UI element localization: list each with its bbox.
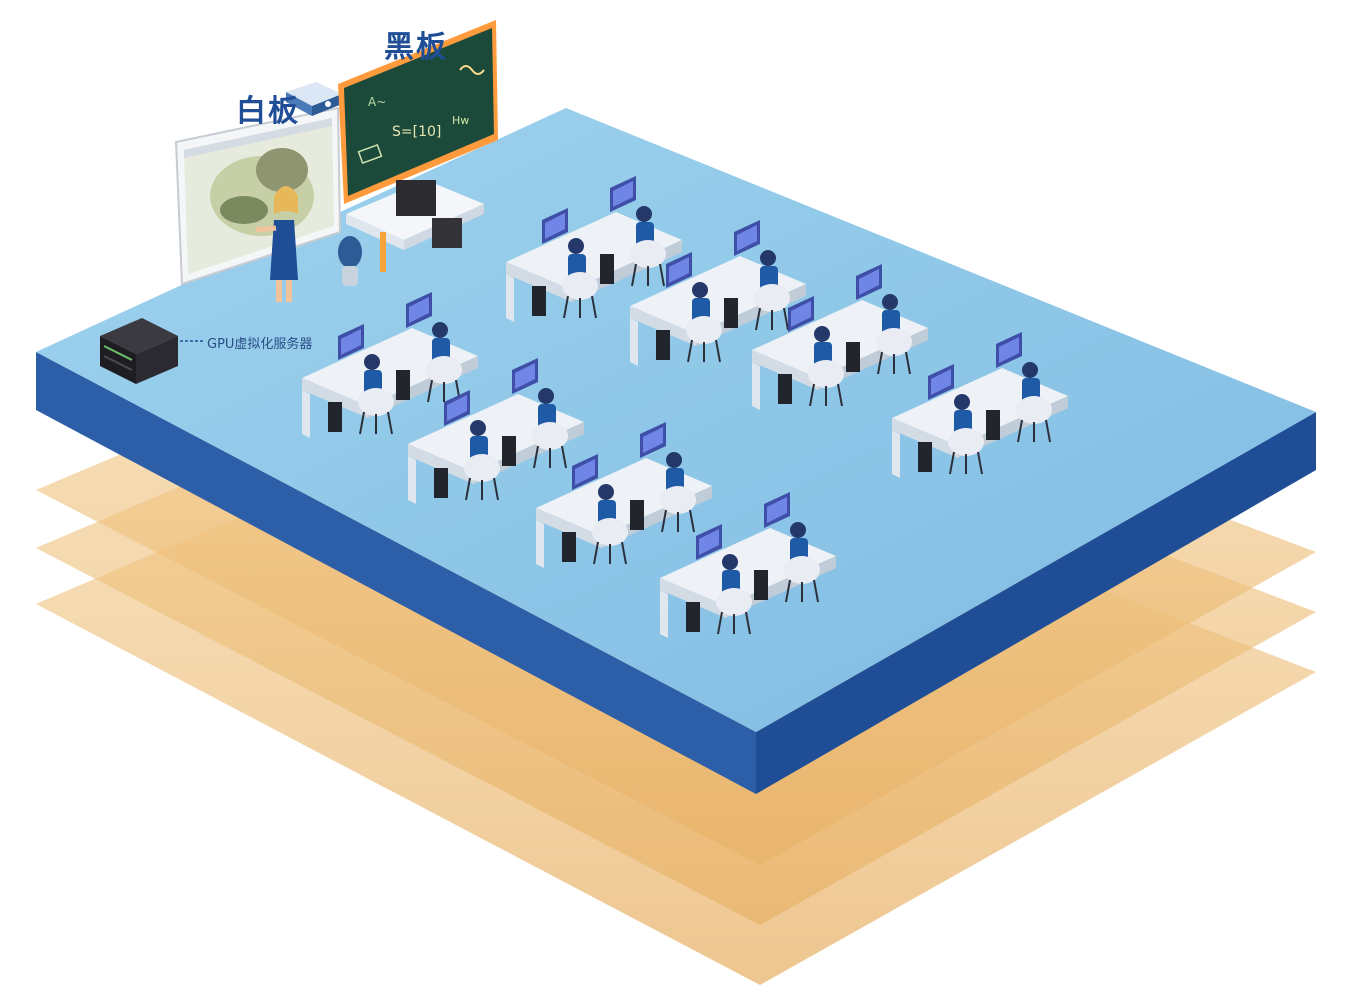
student-icon	[724, 220, 790, 331]
student-desk-group	[302, 292, 478, 438]
student-icon	[754, 492, 820, 603]
blackboard-label: 黑板	[384, 30, 448, 65]
student-desk-group	[892, 332, 1068, 478]
student-desk-group	[506, 176, 682, 322]
projector-icon	[286, 82, 342, 116]
student-icon	[918, 364, 984, 475]
floor-side-right	[756, 412, 1316, 794]
student-icon	[502, 358, 568, 469]
svg-text:S=[10]: S=[10]	[392, 124, 441, 140]
student-desk-group	[536, 422, 712, 568]
student-icon	[328, 324, 394, 435]
whiteboard	[174, 106, 342, 286]
floor-side-left	[36, 352, 756, 794]
teacher-desk	[346, 180, 484, 272]
student-icon	[846, 264, 912, 375]
gpu-server-icon	[100, 318, 204, 384]
student-icon	[778, 296, 844, 407]
svg-text:A~: A~	[368, 95, 386, 109]
student-icon	[562, 454, 628, 565]
plant-icon	[338, 236, 362, 286]
teacher-icon	[255, 186, 298, 302]
whiteboard-label: 白板	[236, 94, 300, 129]
student-rows	[302, 176, 1068, 638]
student-icon	[656, 252, 722, 363]
student-icon	[986, 332, 1052, 443]
student-icon	[532, 208, 598, 319]
gpu-server-label: GPU虚拟化服务器	[207, 337, 313, 352]
student-desk-group	[408, 358, 584, 504]
student-icon	[396, 292, 462, 403]
svg-text:Hw: Hw	[452, 114, 469, 127]
student-desk-group	[752, 264, 928, 410]
student-icon	[600, 176, 666, 287]
student-desk-group	[660, 492, 836, 638]
student-desk-group	[630, 220, 806, 366]
student-icon	[630, 422, 696, 533]
student-icon	[686, 524, 752, 635]
blackboard: A~ S=[10] Hw	[338, 20, 498, 204]
student-icon	[434, 390, 500, 501]
